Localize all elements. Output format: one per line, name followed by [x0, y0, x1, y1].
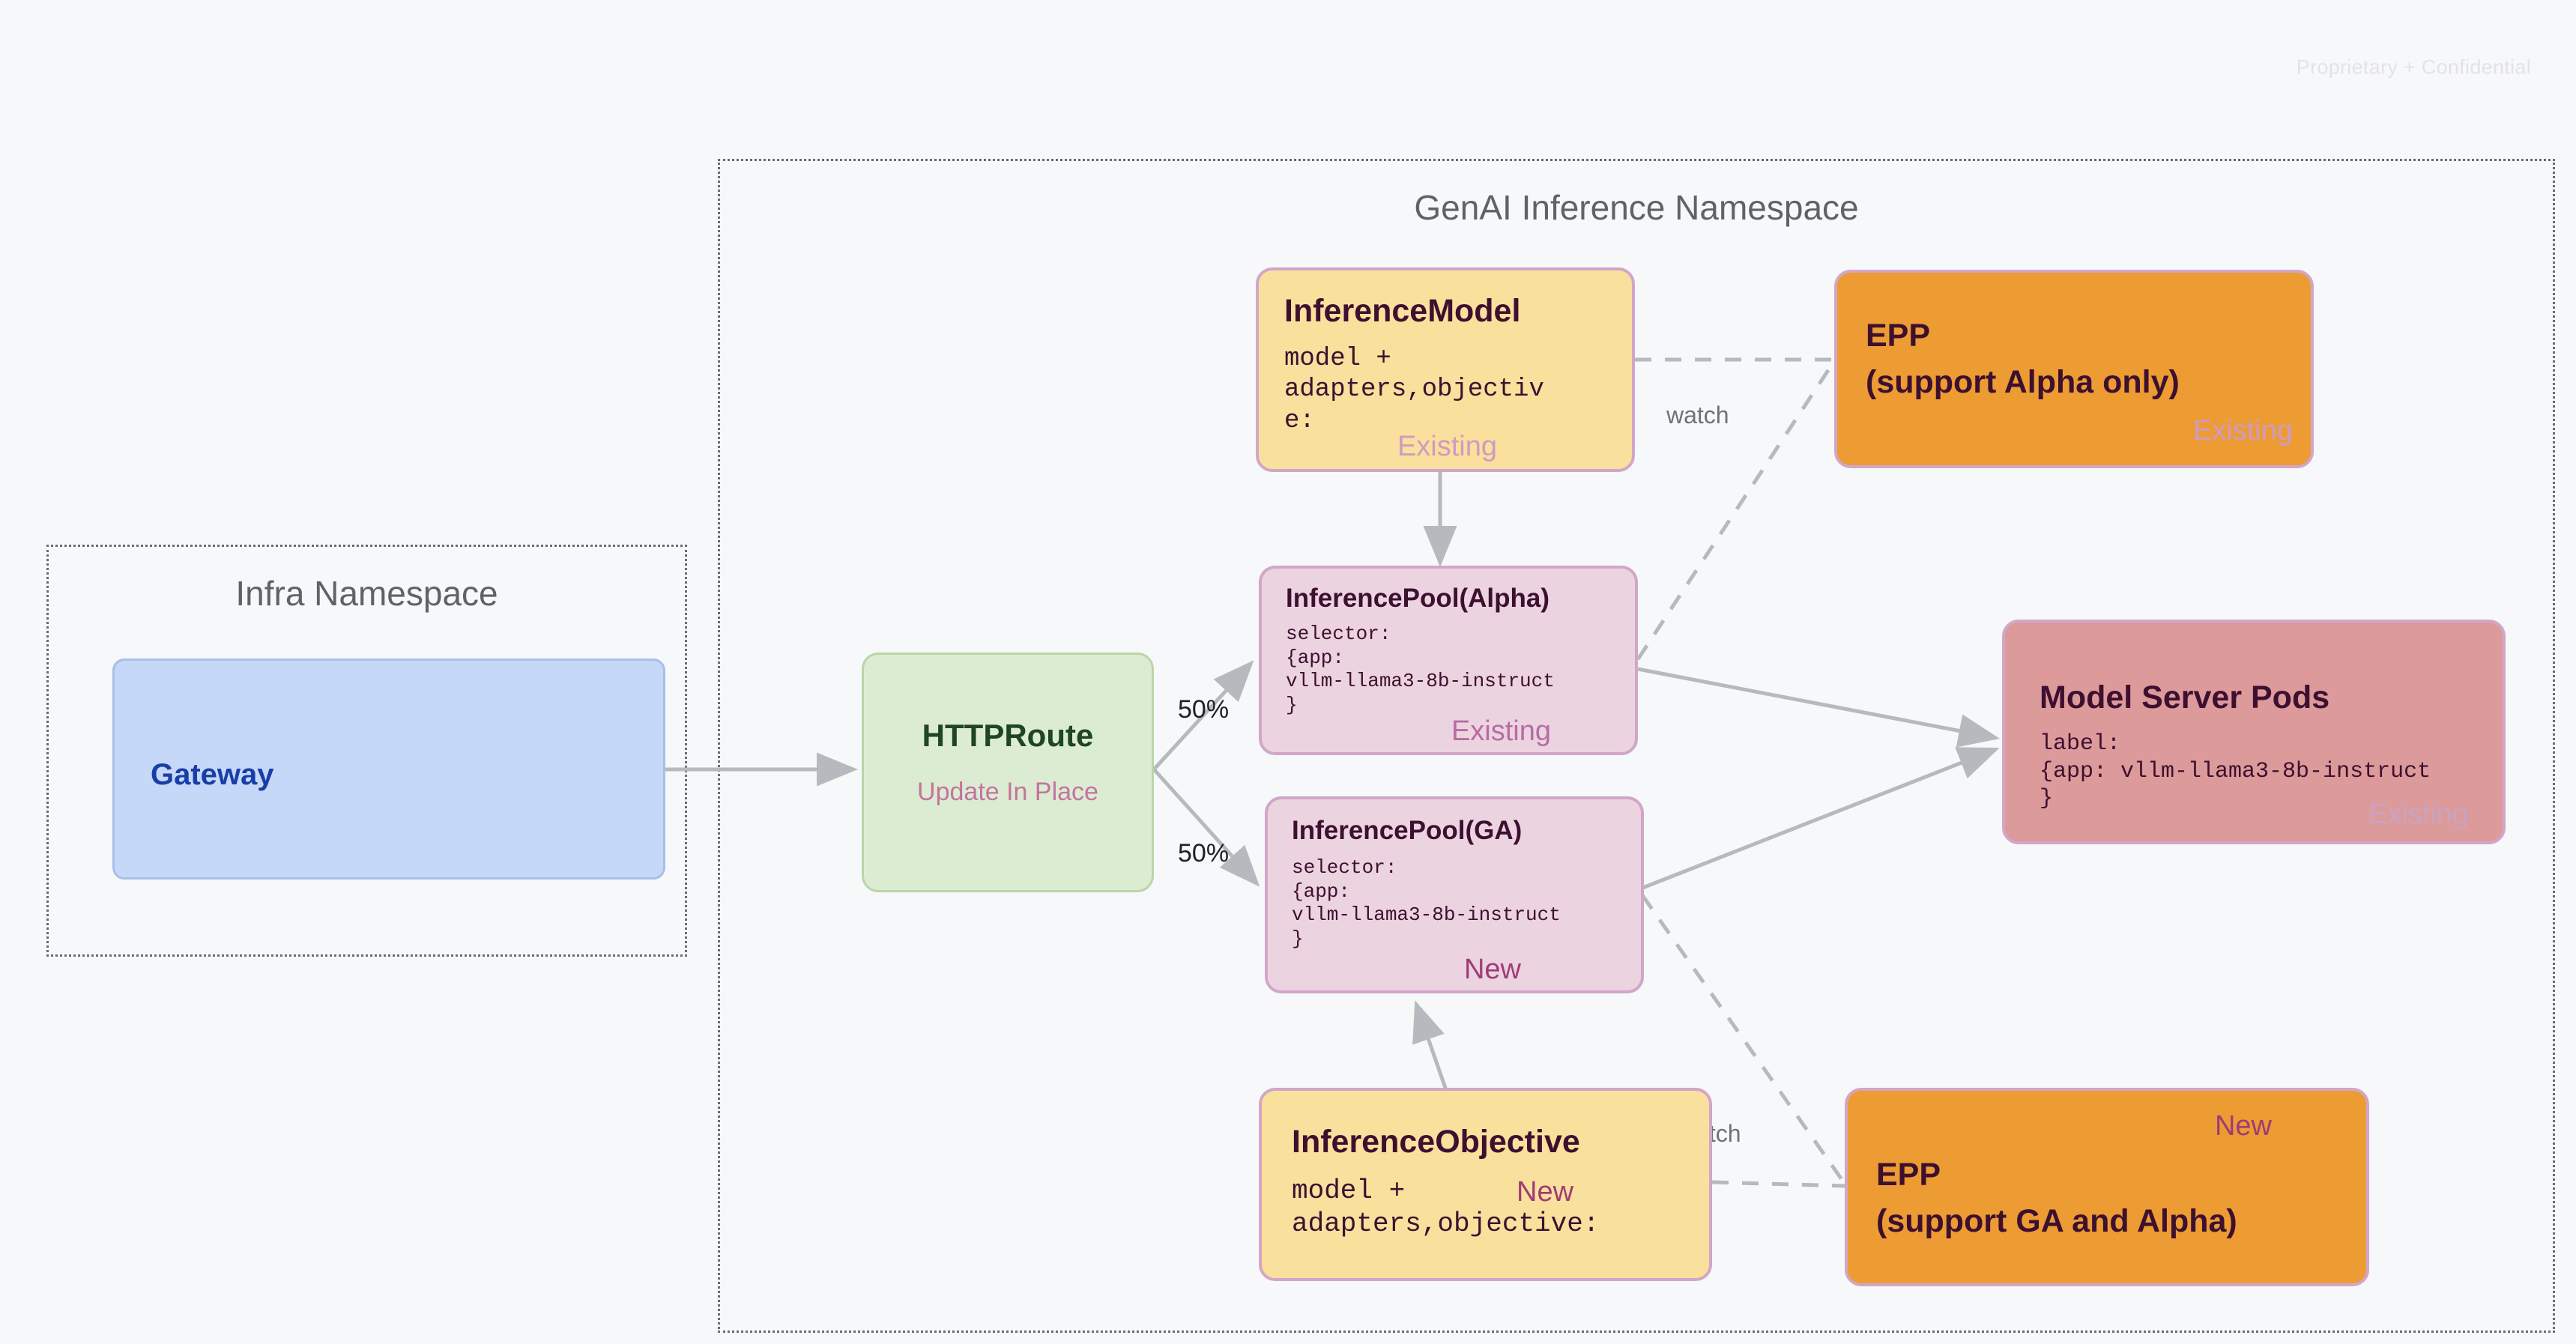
model-server-pods-status-badge: Existing [2368, 799, 2468, 830]
node-epp-ga[interactable]: EPP (support GA and Alpha) New [1845, 1088, 2369, 1286]
infra-namespace-container [46, 545, 687, 957]
inference-pool-alpha-body: selector: {app: vllm-llama3-8b-instruct … [1286, 623, 1555, 717]
edge-label-watch-top: watch [1666, 402, 1729, 429]
inference-objective-status-badge: New [1517, 1176, 1574, 1208]
inference-pool-ga-title: InferencePool(GA) [1292, 816, 1523, 845]
httproute-status-badge: Update In Place [917, 778, 1098, 806]
inference-model-title: InferenceModel [1284, 293, 1521, 329]
edge-label-split-bottom: 50% [1178, 839, 1230, 868]
epp-ga-title-line1: EPP [1876, 1157, 1941, 1193]
model-server-pods-body: label: {app: vllm-llama3-8b-instruct } [2040, 731, 2431, 812]
epp-alpha-title-line2: (support Alpha only) [1866, 364, 2180, 400]
httproute-title: HTTPRoute [922, 718, 1094, 753]
confidential-note: Proprietary + Confidential [2296, 55, 2531, 79]
node-inference-pool-ga[interactable]: InferencePool(GA) selector: {app: vllm-l… [1265, 796, 1644, 993]
epp-alpha-status-badge: Existing [2192, 415, 2293, 447]
inference-objective-title: InferenceObjective [1292, 1124, 1580, 1160]
inference-model-status-badge: Existing [1397, 431, 1497, 462]
epp-ga-status-badge: New [2214, 1110, 2272, 1142]
inference-model-body: model + adapters,objectiv e: [1284, 345, 1544, 435]
node-epp-alpha[interactable]: EPP (support Alpha only) Existing [1834, 270, 2314, 468]
infra-namespace-title: Infra Namespace [235, 574, 498, 613]
inference-pool-alpha-status-badge: Existing [1451, 715, 1551, 747]
node-inference-objective[interactable]: InferenceObjective model + adapters,obje… [1259, 1088, 1712, 1281]
node-httproute[interactable]: HTTPRoute Update In Place [862, 653, 1154, 892]
inference-objective-body: model + adapters,objective: [1292, 1175, 1600, 1239]
epp-alpha-title-line1: EPP [1866, 318, 1931, 354]
inference-pool-ga-status-badge: New [1463, 954, 1521, 985]
genai-namespace-container [718, 159, 2555, 1333]
node-inference-pool-alpha[interactable]: InferencePool(Alpha) selector: {app: vll… [1259, 566, 1638, 755]
node-gateway[interactable]: Gateway [112, 659, 665, 880]
edge-label-split-top: 50% [1178, 695, 1230, 724]
epp-ga-title-line2: (support GA and Alpha) [1876, 1203, 2237, 1239]
node-inference-model[interactable]: InferenceModel model + adapters,objectiv… [1256, 267, 1635, 472]
model-server-pods-title: Model Server Pods [2040, 679, 2330, 715]
gateway-title: Gateway [151, 758, 274, 791]
genai-namespace-title: GenAI Inference Namespace [1414, 188, 1859, 227]
inference-pool-alpha-title: InferencePool(Alpha) [1286, 584, 1549, 613]
inference-pool-ga-body: selector: {app: vllm-llama3-8b-instruct … [1292, 856, 1561, 951]
node-model-server-pods[interactable]: Model Server Pods label: {app: vllm-llam… [2002, 620, 2506, 844]
